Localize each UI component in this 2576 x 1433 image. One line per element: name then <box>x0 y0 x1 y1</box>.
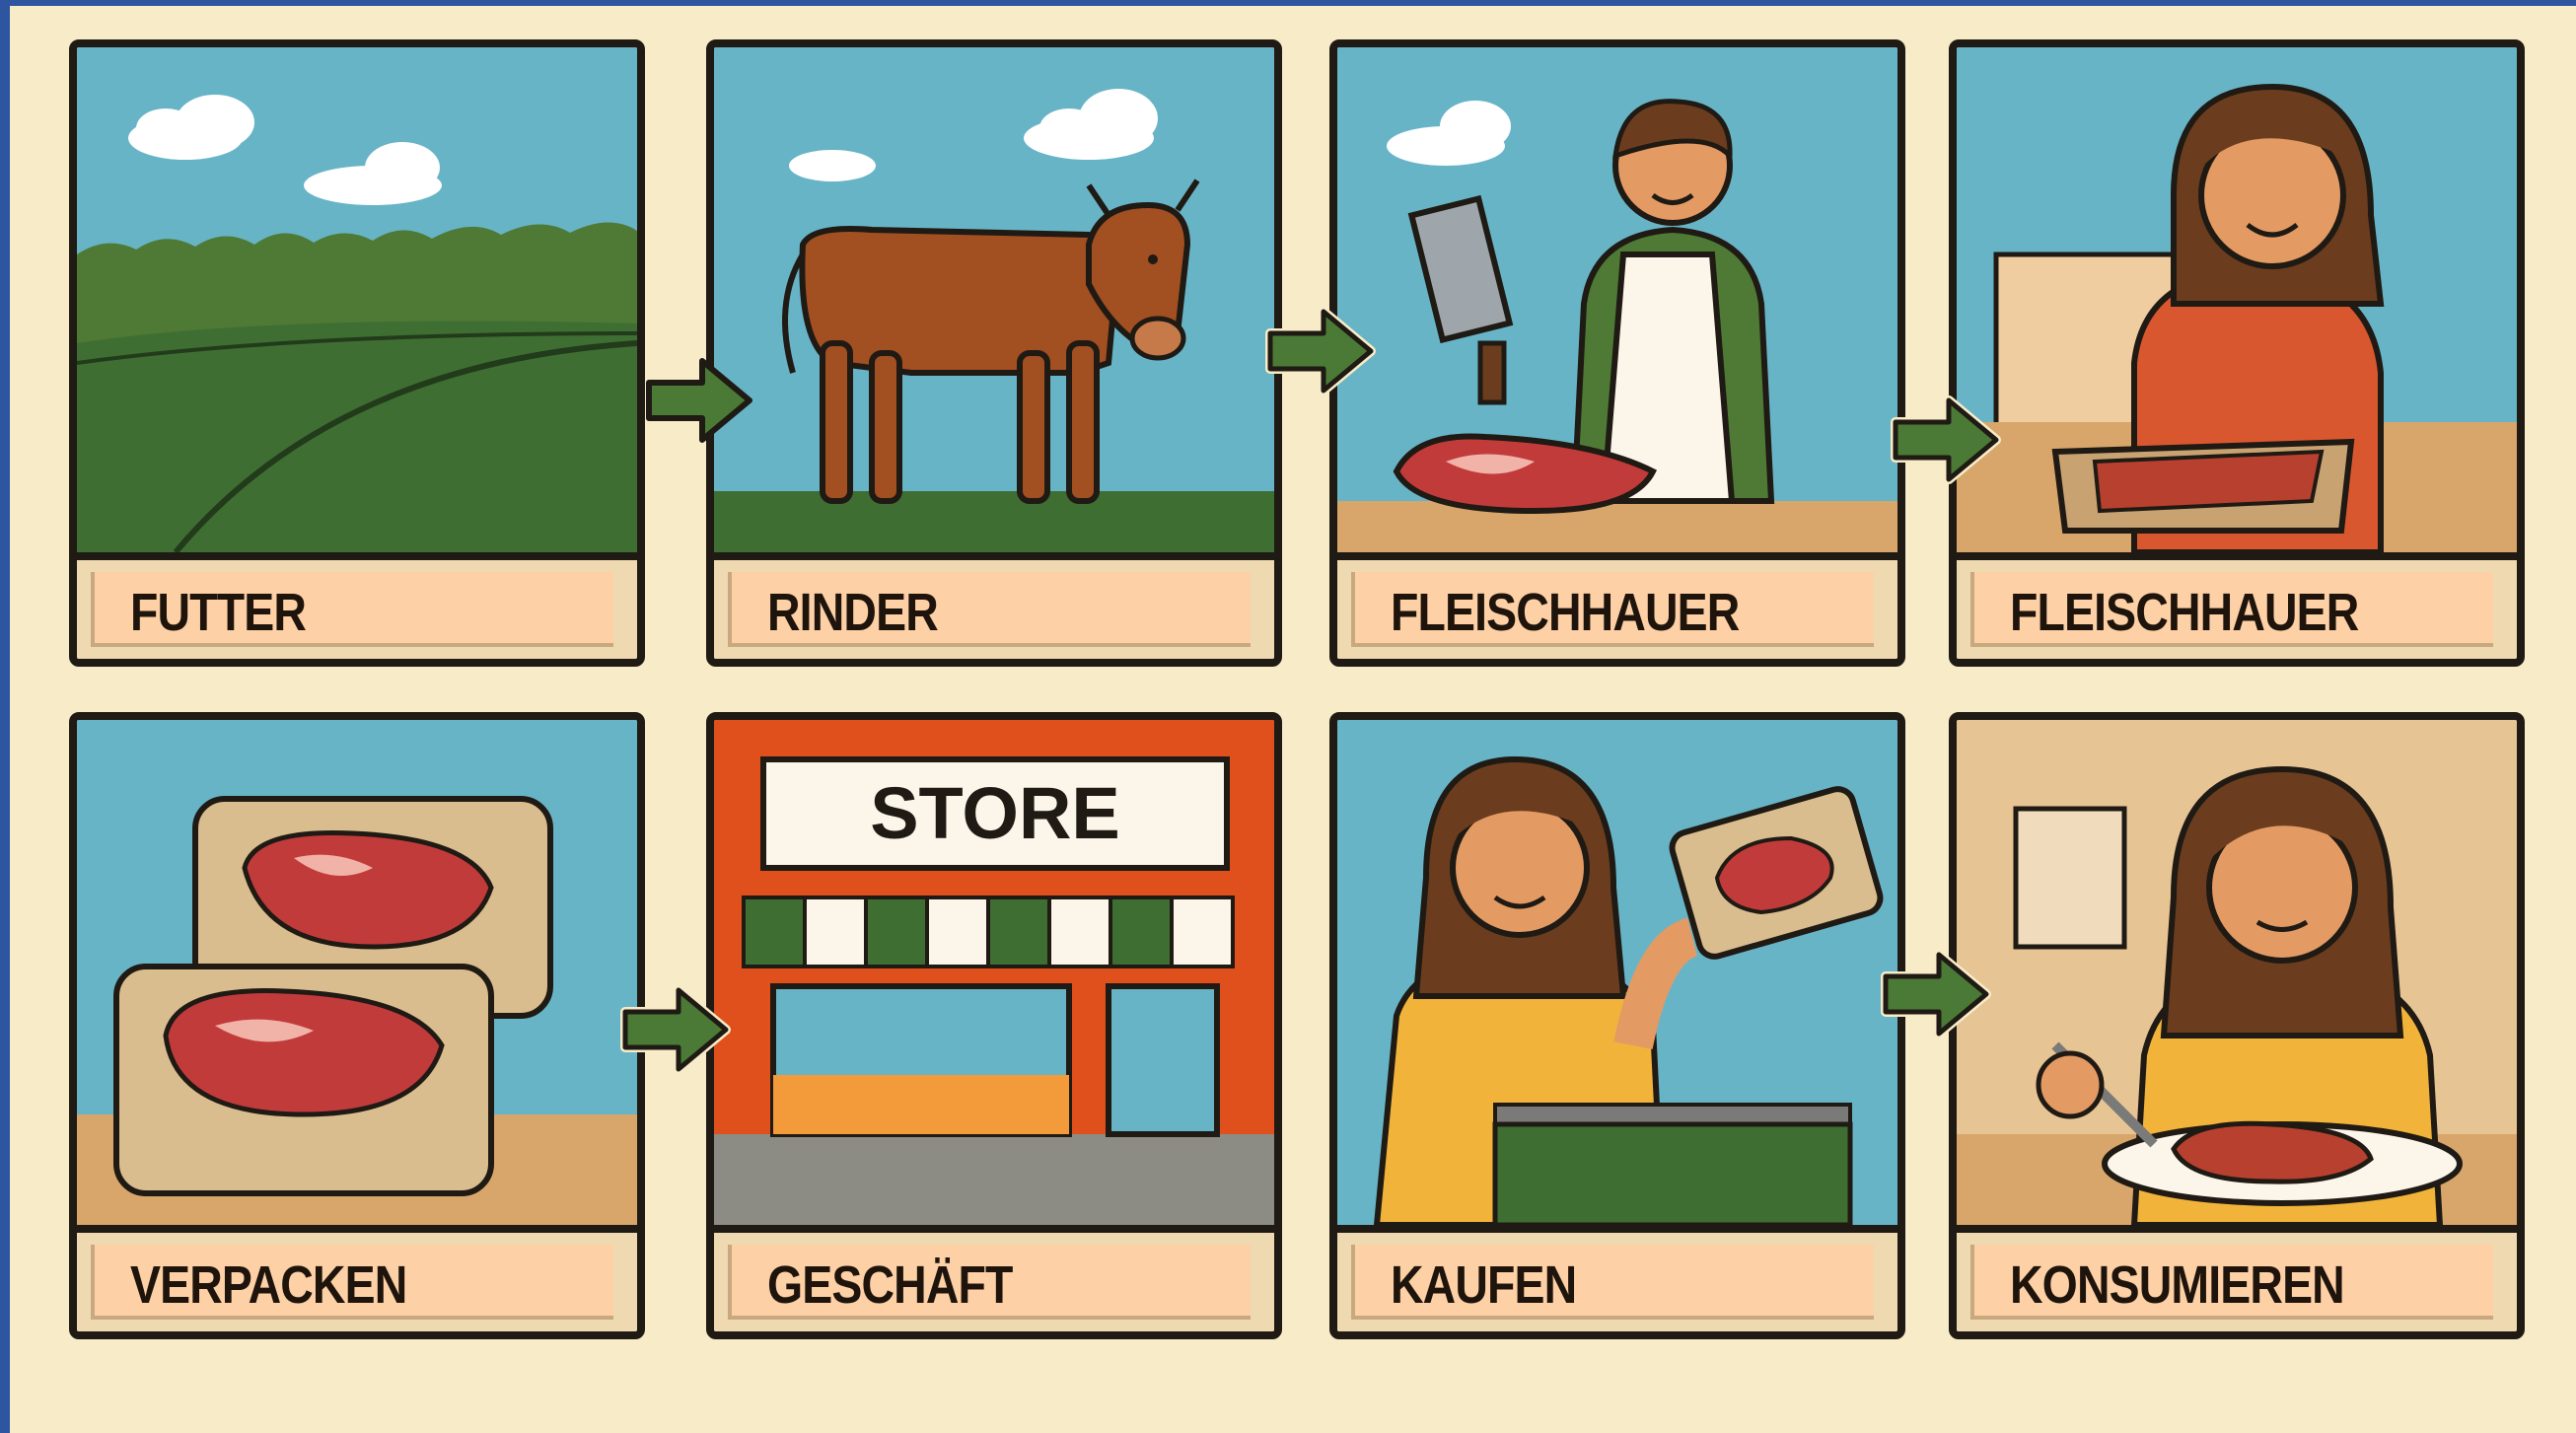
step-verpacken-panel: VERPACKEN <box>69 712 645 1339</box>
step-konsumieren-panel: KONSUMIEREN <box>1949 712 2525 1339</box>
right-arrow-icon <box>1878 945 1994 1043</box>
step-label: GESCHÄFT <box>767 1254 1013 1316</box>
cow-icon <box>714 47 1274 552</box>
step-label: FLEISCHHAUER <box>2010 582 2358 643</box>
step-label: FLEISCHHAUER <box>1391 582 1739 643</box>
pasture-field-icon <box>77 47 637 552</box>
right-arrow-icon <box>1262 302 1379 400</box>
meat-supply-chain-diagram: FUTTER <box>10 6 2576 1433</box>
woman-shopping-cart-icon <box>1337 720 1897 1225</box>
step-fleischhauer-panel: FLEISCHHAUER <box>1329 39 1905 667</box>
woman-holding-meat-tray-icon <box>1957 47 2517 552</box>
step-futter-panel: FUTTER <box>69 39 645 667</box>
step-label: VERPACKEN <box>130 1254 406 1316</box>
right-arrow-icon <box>617 980 734 1079</box>
step-geschaeft-panel: STORE GESCHÄFT <box>706 712 1282 1339</box>
step-label: FUTTER <box>130 582 306 643</box>
storefront-icon: STORE <box>714 720 1274 1225</box>
step-rinder-panel: RINDER <box>706 39 1282 667</box>
store-sign-text: STORE <box>870 772 1120 854</box>
step-label: KONSUMIEREN <box>2010 1254 2344 1316</box>
step-label: KAUFEN <box>1391 1254 1576 1316</box>
packaged-steak-icon <box>77 720 637 1225</box>
woman-eating-steak-icon <box>1957 720 2517 1225</box>
step-fleischhauer-tray-panel: FLEISCHHAUER <box>1949 39 2525 667</box>
step-kaufen-panel: KAUFEN <box>1329 712 1905 1339</box>
right-arrow-icon <box>641 351 757 450</box>
step-label: RINDER <box>767 582 938 643</box>
right-arrow-icon <box>1888 391 2004 489</box>
butcher-cleaver-icon <box>1337 47 1897 552</box>
